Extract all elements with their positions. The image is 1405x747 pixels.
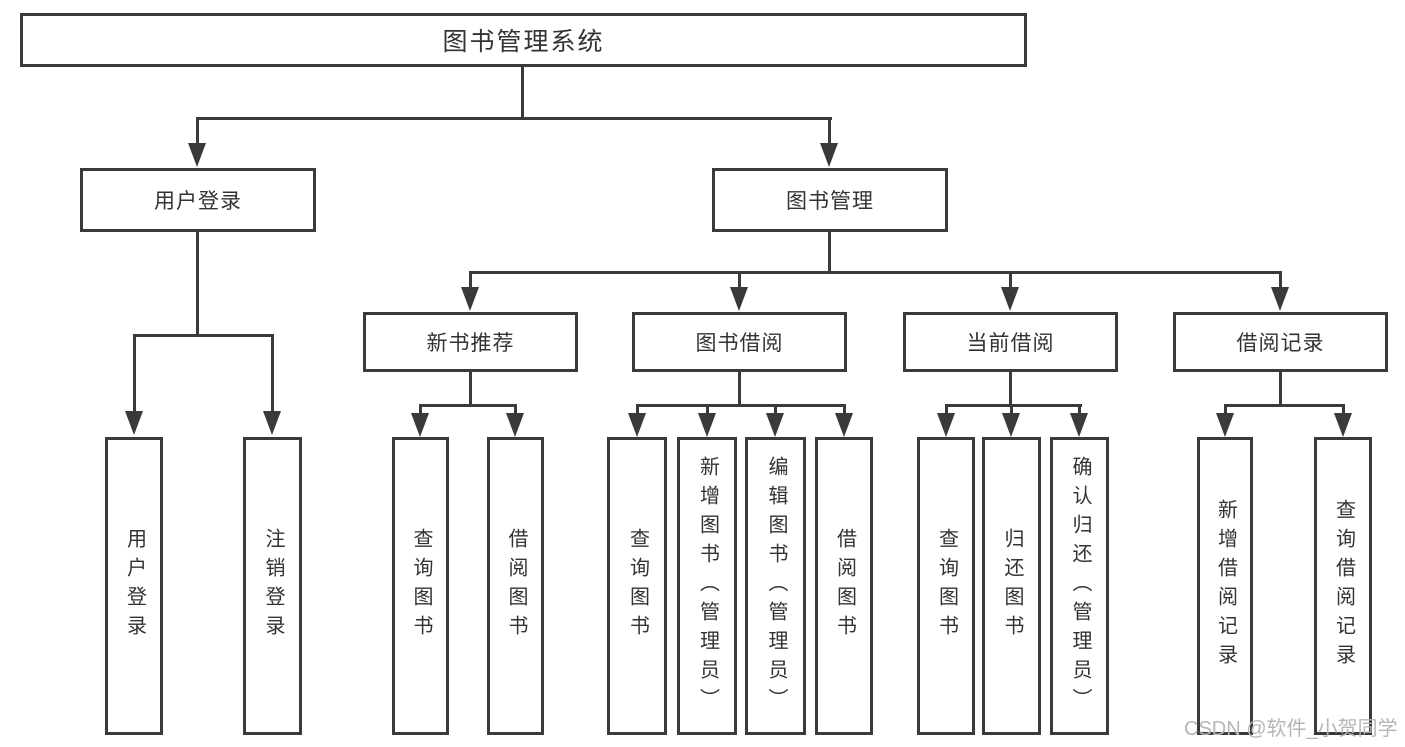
connector-leaf-drop (706, 407, 709, 415)
node-root-label: 图书管理系统 (442, 28, 605, 56)
arrowhead-return-books (1002, 413, 1020, 437)
connector-root-stub (521, 67, 524, 117)
connector-leaf-drop (514, 407, 517, 415)
connector-leaf-drop (1224, 407, 1227, 415)
leaf-borrow-books: 借阅图书 (815, 437, 873, 735)
connector-mgmt-stub (828, 232, 831, 271)
arrowhead-current (1001, 287, 1019, 311)
connector-leaf-drop (945, 407, 948, 415)
connector-recommend-drop (469, 274, 472, 288)
leaf-query-books-recommend: 查询图书 (392, 437, 449, 735)
connector-login-drop (196, 120, 199, 144)
node-book-borrowing-label: 图书借阅 (695, 332, 784, 355)
connector-leaf-drop (636, 407, 639, 415)
arrowhead-mgmt (820, 143, 838, 167)
connector-leaf-drop (419, 407, 422, 415)
leaf-label: 归还图书 (1001, 528, 1023, 644)
connector-borrowing-rail (636, 404, 846, 407)
connector-login-stub (196, 232, 199, 335)
node-current-borrowing: 当前借阅 (903, 312, 1118, 372)
leaf-label: 查询图书 (410, 528, 432, 644)
connector-current-stub (1009, 372, 1012, 404)
leaf-logout: 注销登录 (243, 437, 302, 735)
arrowhead-query-books-1 (411, 413, 429, 437)
leaf-label: 查询图书 (626, 528, 649, 644)
arrowhead-query-books-3 (937, 413, 955, 437)
leaf-query-books-borrowing: 查询图书 (607, 437, 667, 735)
connector-current-drop (1009, 274, 1012, 288)
leaf-label: 查询借阅记录 (1332, 499, 1355, 673)
leaf-label: 确认归还（管理员） (1069, 455, 1091, 717)
leaf-borrow-books-recommend: 借阅图书 (487, 437, 544, 735)
node-borrowing-records: 借阅记录 (1173, 312, 1388, 372)
arrowhead-login-leaf1 (125, 411, 143, 435)
leaf-user-login: 用户登录 (105, 437, 163, 735)
leaf-add-book-admin: 新增图书（管理员） (677, 437, 737, 735)
connector-current-rail (945, 404, 1082, 407)
arrowhead-recommend (461, 287, 479, 311)
connector-leaf-drop (1010, 407, 1013, 415)
arrowhead-query-books-2 (628, 413, 646, 437)
node-root: 图书管理系统 (20, 13, 1027, 67)
leaf-label: 新增图书（管理员） (696, 455, 719, 717)
connector-records-drop (1279, 274, 1282, 288)
node-book-borrowing: 图书借阅 (632, 312, 847, 372)
arrowhead-borrow-books-2 (835, 413, 853, 437)
connector-records-rail (1224, 404, 1345, 407)
arrowhead-borrow-books-1 (506, 413, 524, 437)
connector-recommend-rail (419, 404, 517, 407)
node-new-book-recommend: 新书推荐 (363, 312, 578, 372)
leaf-edit-book-admin: 编辑图书（管理员） (745, 437, 806, 735)
node-book-management-label: 图书管理 (786, 190, 874, 213)
arrowhead-add-record (1216, 413, 1234, 437)
leaf-label: 新增借阅记录 (1214, 499, 1237, 673)
csdn-watermark: CSDN @软件_小贺同学 (1184, 718, 1398, 740)
leaf-query-borrow-record: 查询借阅记录 (1314, 437, 1372, 735)
leaf-label: 编辑图书（管理员） (765, 455, 787, 717)
connector-login-rail (133, 334, 274, 337)
arrowhead-confirm-return (1070, 413, 1088, 437)
leaf-query-books-current: 查询图书 (917, 437, 975, 735)
node-user-login: 用户登录 (80, 168, 316, 232)
connector-leaf-drop (774, 407, 777, 415)
connector-leaf-drop (1342, 407, 1345, 415)
leaf-confirm-return-admin: 确认归还（管理员） (1050, 437, 1109, 735)
connector-recommend-stub (469, 372, 472, 404)
arrowhead-add-book (698, 413, 716, 437)
arrowhead-login-leaf2 (263, 411, 281, 435)
leaf-return-books: 归还图书 (982, 437, 1041, 735)
leaf-label: 借阅图书 (833, 528, 856, 644)
connector-level3-rail (469, 271, 1282, 274)
leaf-label: 借阅图书 (505, 528, 527, 644)
leaf-logout-label: 注销登录 (262, 528, 284, 644)
connector-login-leaf1-drop (133, 337, 136, 411)
connector-borrowing-stub (738, 372, 741, 404)
arrowhead-login (188, 143, 206, 167)
arrowhead-records (1271, 287, 1289, 311)
arrowhead-borrowing (730, 287, 748, 311)
leaf-label: 查询图书 (935, 528, 958, 644)
connector-mgmt-drop (828, 120, 831, 144)
arrowhead-edit-book (766, 413, 784, 437)
node-book-management: 图书管理 (712, 168, 948, 232)
node-user-login-label: 用户登录 (154, 190, 242, 213)
connector-leaf-drop (1078, 407, 1081, 415)
connector-records-stub (1279, 372, 1282, 404)
arrowhead-query-record (1334, 413, 1352, 437)
node-new-book-recommend-label: 新书推荐 (426, 332, 515, 355)
connector-borrowing-drop (738, 274, 741, 288)
node-borrowing-records-label: 借阅记录 (1236, 332, 1325, 355)
leaf-add-borrow-record: 新增借阅记录 (1197, 437, 1253, 735)
connector-level2-rail (196, 117, 832, 120)
node-current-borrowing-label: 当前借阅 (966, 332, 1055, 355)
connector-leaf-drop (843, 407, 846, 415)
leaf-user-login-label: 用户登录 (123, 528, 146, 644)
connector-login-leaf2-drop (271, 337, 274, 411)
